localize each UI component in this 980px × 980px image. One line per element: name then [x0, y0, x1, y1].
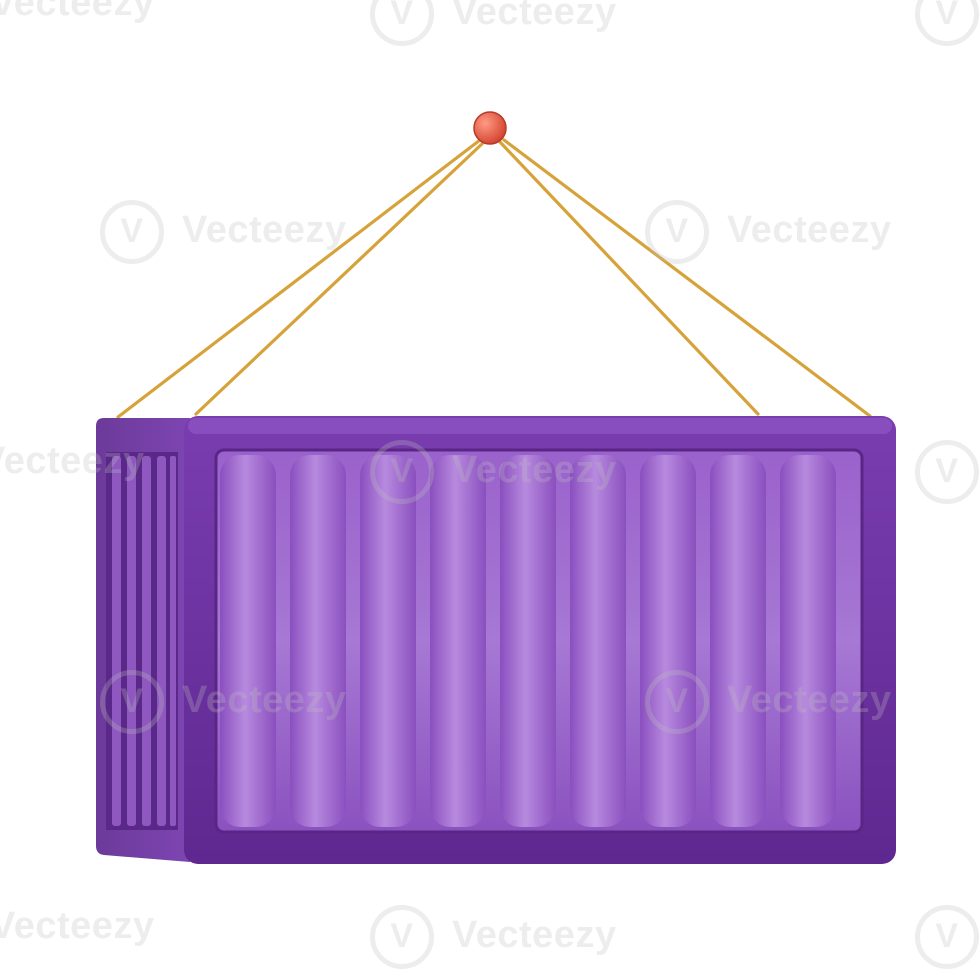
cable-right-back: [502, 138, 872, 418]
lifting-cables: [116, 138, 872, 419]
cable-left-front: [194, 140, 486, 416]
cable-left-back: [116, 138, 482, 419]
container-side-end: [96, 418, 190, 862]
hook-ball-icon: [473, 111, 507, 145]
cable-right-front: [498, 140, 760, 416]
corrugation-ribs: [220, 455, 836, 827]
